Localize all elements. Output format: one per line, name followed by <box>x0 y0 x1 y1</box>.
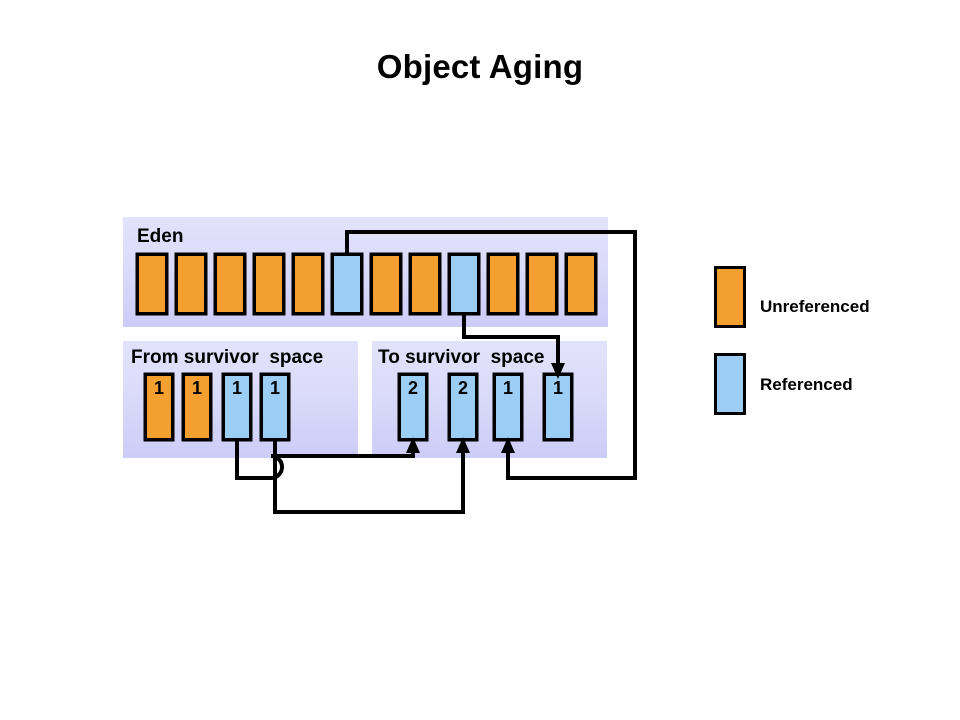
legend-label-referenced: Referenced <box>760 375 853 394</box>
region-eden-label: Eden <box>137 226 184 247</box>
to-survivor-block-2[interactable]: 2 <box>448 373 478 441</box>
from-survivor-block-3[interactable]: 1 <box>222 373 252 441</box>
to-survivor-block-3[interactable]: 1 <box>493 373 523 441</box>
from-survivor-block-1-age: 1 <box>153 378 164 398</box>
region-from-survivor-label: From survivor space <box>131 347 324 368</box>
eden-block-4[interactable] <box>253 253 285 315</box>
legend-swatch-referenced <box>714 353 746 415</box>
from-survivor-block-2[interactable]: 1 <box>182 373 212 441</box>
from-survivor-block-4-age: 1 <box>269 378 280 398</box>
eden-block-9[interactable] <box>448 253 480 315</box>
to-survivor-block-1-age: 2 <box>407 378 418 398</box>
to-survivor-block-1[interactable]: 2 <box>398 373 428 441</box>
legend-label-unreferenced: Unreferenced <box>760 297 870 316</box>
eden-block-2[interactable] <box>175 253 207 315</box>
eden-block-7[interactable] <box>370 253 402 315</box>
eden-block-1[interactable] <box>136 253 168 315</box>
eden-block-6[interactable] <box>331 253 363 315</box>
eden-block-10[interactable] <box>487 253 519 315</box>
page-title: Object Aging <box>376 48 584 85</box>
to-survivor-block-4[interactable]: 1 <box>543 373 573 441</box>
legend-swatch-unreferenced <box>714 266 746 328</box>
eden-block-11[interactable] <box>526 253 558 315</box>
from-survivor-block-4[interactable]: 1 <box>260 373 290 441</box>
from-survivor-block-3-age: 1 <box>231 378 242 398</box>
from-survivor-block-2-age: 1 <box>191 378 202 398</box>
to-survivor-block-2-age: 2 <box>457 378 468 398</box>
to-survivor-block-4-age: 1 <box>552 378 563 398</box>
eden-block-8[interactable] <box>409 253 441 315</box>
to-survivor-block-3-age: 1 <box>502 378 513 398</box>
eden-block-12[interactable] <box>565 253 597 315</box>
eden-block-3[interactable] <box>214 253 246 315</box>
from-survivor-block-1[interactable]: 1 <box>144 373 174 441</box>
eden-block-5[interactable] <box>292 253 324 315</box>
region-to-survivor-label: To survivor space <box>378 347 545 368</box>
